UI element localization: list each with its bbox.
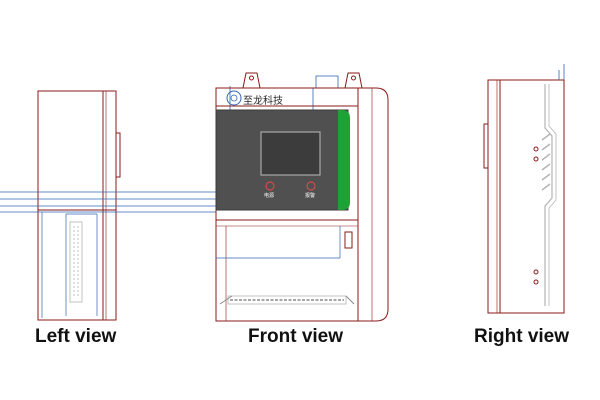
brand-text: 至龙科技: [243, 94, 283, 107]
brand-logo-icon: [226, 90, 242, 106]
right-view-drawing: [483, 64, 565, 314]
green-indicator-strip: [338, 110, 350, 210]
mount-ear-right: [344, 72, 363, 89]
left-view-side-handle: [115, 132, 121, 178]
right-view-side-handle: [483, 123, 489, 169]
mount-hole: [533, 156, 539, 162]
alarm-button-label: 报警: [305, 192, 315, 199]
front-bottom-vent: [219, 295, 355, 305]
power-button-label: 电源: [264, 192, 274, 199]
display-screen: [260, 131, 321, 176]
door-latch: [344, 231, 353, 249]
left-view-label: Left view: [35, 326, 117, 347]
left-view-drawing: [37, 90, 121, 321]
right-view-label: Right view: [474, 326, 570, 347]
mount-hole: [533, 279, 539, 285]
left-view-body: [37, 90, 117, 321]
left-view-vent-strip: [69, 221, 83, 303]
mount-hole: [533, 269, 539, 275]
mount-hole: [533, 146, 539, 152]
right-view-side-profile: [544, 84, 553, 306]
mount-ear-left: [242, 72, 261, 89]
front-view-drawing: [215, 72, 389, 322]
front-view-door: [358, 87, 389, 322]
power-button[interactable]: [265, 181, 275, 191]
right-view-body: [487, 79, 565, 314]
alarm-button[interactable]: [306, 181, 316, 191]
front-view-label: Front view: [248, 326, 344, 347]
